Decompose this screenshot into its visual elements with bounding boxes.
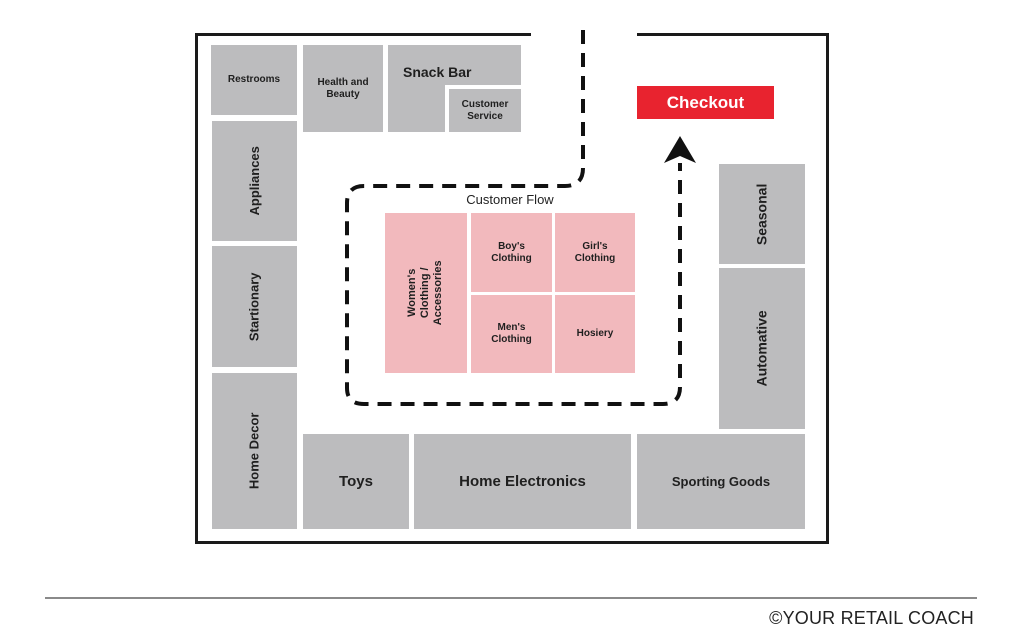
- dept-sporting-goods-label: Sporting Goods: [671, 473, 771, 489]
- dept-snack-bar-label: Snack Bar: [403, 64, 472, 80]
- dept-health-beauty[interactable]: Health and Beauty: [303, 45, 383, 132]
- dept-boys-clothing[interactable]: Boy's Clothing: [471, 213, 552, 292]
- dept-customer-service-label: Customer Service: [461, 98, 509, 122]
- dept-appliances[interactable]: Appliances: [212, 121, 297, 241]
- dept-toys-label: Toys: [339, 472, 373, 490]
- dept-girls-clothing-label: Girl's Clothing: [574, 240, 616, 264]
- dept-mens-clothing[interactable]: Men's Clothing: [471, 295, 552, 373]
- dept-snack-bar-lower[interactable]: [388, 84, 445, 132]
- dept-automative[interactable]: Automative: [719, 268, 805, 429]
- customer-flow-arrowhead-icon: [664, 136, 696, 163]
- dept-girls-clothing[interactable]: Girl's Clothing: [555, 213, 635, 292]
- dept-home-electronics[interactable]: Home Electronics: [414, 434, 631, 529]
- dept-mens-clothing-label: Men's Clothing: [491, 322, 532, 345]
- dept-womens-clothing[interactable]: Women's Clothing / Accessories: [385, 213, 467, 373]
- dept-home-decor[interactable]: Home Decor: [212, 373, 297, 529]
- dept-hosiery-label: Hosiery: [576, 328, 614, 339]
- customer-flow-label: Customer Flow: [466, 192, 554, 207]
- dept-snack-bar[interactable]: Snack Bar: [388, 45, 521, 85]
- dept-restrooms[interactable]: Restrooms: [211, 45, 297, 115]
- dept-toys[interactable]: Toys: [303, 434, 409, 529]
- dept-sporting-goods[interactable]: Sporting Goods: [637, 434, 805, 529]
- copyright-credit: ©YOUR RETAIL COACH: [769, 608, 974, 628]
- dept-seasonal[interactable]: Seasonal: [719, 164, 805, 264]
- dept-customer-service[interactable]: Customer Service: [449, 89, 521, 132]
- dept-health-beauty-label: Health and Beauty: [317, 76, 369, 100]
- dept-stationary[interactable]: Startionary: [212, 246, 297, 367]
- dept-home-electronics-label: Home Electronics: [459, 472, 586, 490]
- dept-restrooms-label: Restrooms: [227, 74, 281, 85]
- checkout-area[interactable]: Checkout: [637, 86, 774, 119]
- checkout-label: Checkout: [666, 92, 745, 112]
- customer-flow-line: [345, 30, 682, 406]
- dept-boys-clothing-label: Boy's Clothing: [491, 240, 532, 264]
- footer-divider: [45, 597, 977, 599]
- dept-hosiery[interactable]: Hosiery: [555, 295, 635, 373]
